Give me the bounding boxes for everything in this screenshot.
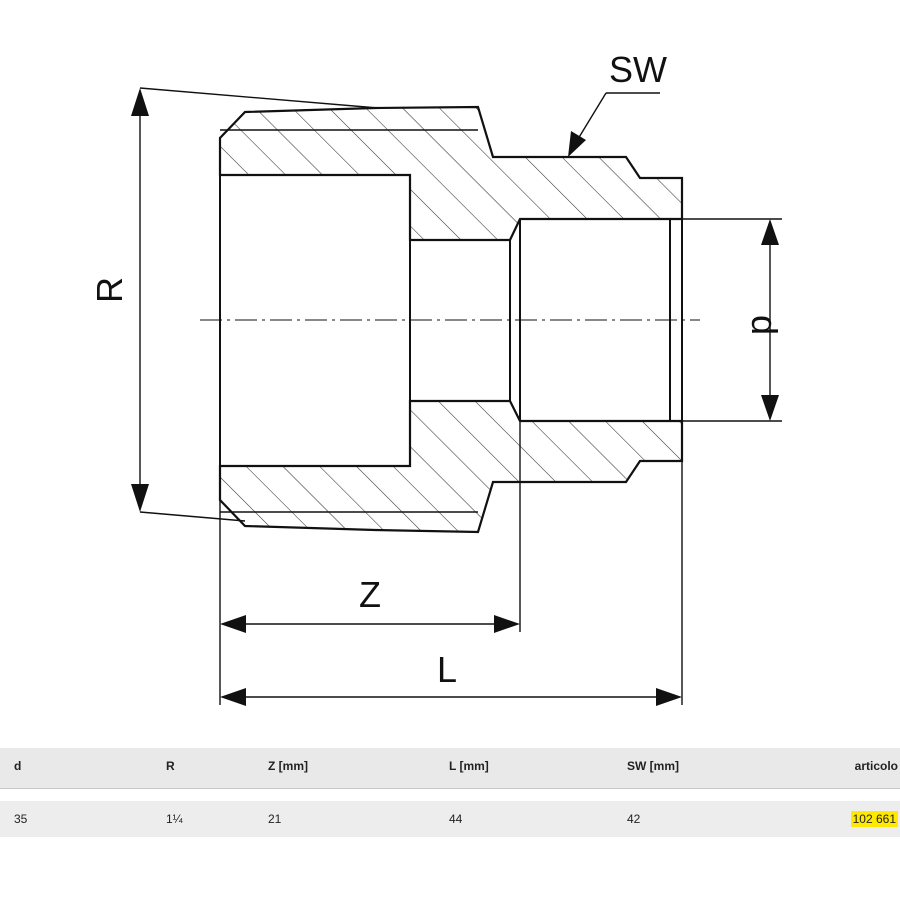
cell-d: 35 — [0, 801, 152, 837]
header-z: Z [mm] — [254, 748, 435, 789]
dimension-d — [682, 218, 782, 422]
dimension-l-label: L — [437, 649, 457, 690]
article-number[interactable]: 102 661 — [850, 811, 898, 827]
table-header-row: d R Z [mm] L [mm] SW [mm] articolo — [0, 748, 900, 789]
cell-articolo: 102 661 — [808, 801, 900, 837]
dimension-sw-label: SW — [609, 49, 667, 90]
cell-r: 1¼ — [152, 801, 254, 837]
header-sw: SW [mm] — [613, 748, 808, 789]
dimension-r — [131, 87, 379, 522]
cell-sw: 42 — [613, 801, 808, 837]
dimension-r-label: R — [89, 277, 130, 303]
header-articolo: articolo — [808, 748, 900, 789]
dimension-table: d R Z [mm] L [mm] SW [mm] articolo 35 1¼… — [0, 748, 900, 837]
dimension-d-label: d — [744, 315, 785, 335]
fitting-section-drawing: R d SW Z L — [89, 49, 785, 706]
header-l: L [mm] — [435, 748, 613, 789]
dimension-sw — [568, 92, 660, 157]
cell-z: 21 — [254, 801, 435, 837]
header-r: R — [152, 748, 254, 789]
cell-l: 44 — [435, 801, 613, 837]
dimension-z-label: Z — [359, 574, 381, 615]
upper-wall — [218, 105, 684, 242]
dimension-z — [219, 421, 521, 705]
dimension-l — [220, 461, 683, 706]
table-row: 35 1¼ 21 44 42 102 661 — [0, 801, 900, 837]
header-d: d — [0, 748, 152, 789]
table-spacer — [0, 788, 900, 801]
